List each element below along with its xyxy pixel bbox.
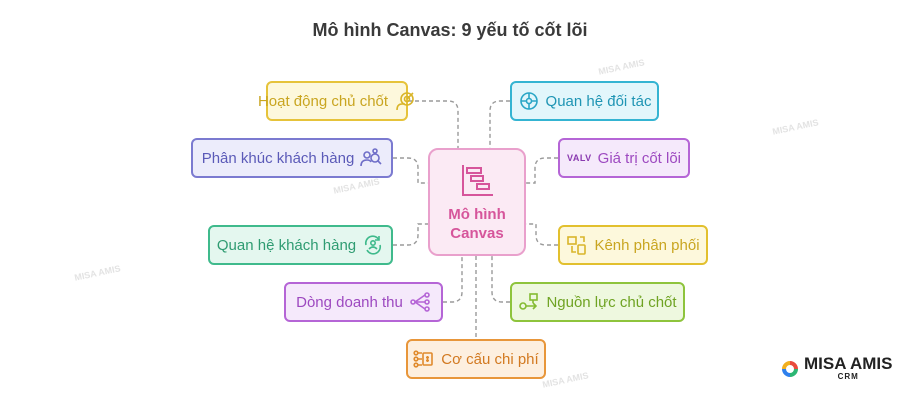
- node-label: Quan hệ đối tác: [545, 92, 652, 110]
- people-search-icon: [360, 147, 382, 169]
- node-customer-segments: Phân khúc khách hàng: [191, 138, 393, 178]
- node-channels: Kênh phân phối: [558, 225, 708, 265]
- node-key-activities: Hoạt động chủ chốt: [258, 81, 414, 121]
- branch-flow-icon: [409, 291, 431, 313]
- node-label: Phân khúc khách hàng: [201, 149, 355, 167]
- center-node: Mô hình Canvas: [428, 148, 526, 256]
- node-label: Giá trị cốt lõi: [597, 149, 682, 167]
- gantt-chart-icon: [462, 165, 493, 196]
- distribution-icon: [566, 234, 588, 256]
- node-label: Nguồn lực chủ chốt: [546, 293, 677, 311]
- node-label: Dòng doanh thu: [296, 293, 403, 311]
- node-revenue-streams: Dòng doanh thu: [284, 282, 443, 322]
- node-cost-structure: Cơ cấu chi phí: [406, 339, 546, 379]
- center-label-line1: Mô hình: [448, 206, 506, 223]
- brand-name: MISA AMIS: [804, 354, 893, 373]
- node-label: Kênh phân phối: [594, 236, 700, 254]
- node-value-propositions: VALV Giá trị cốt lõi: [558, 138, 690, 178]
- brand-sub: CRM: [837, 372, 859, 381]
- value-icon: VALV: [566, 153, 592, 163]
- partner-network-icon: [518, 90, 540, 112]
- user-cycle-icon: [362, 234, 384, 256]
- resources-icon: [518, 291, 540, 313]
- node-label: Quan hệ khách hàng: [216, 236, 357, 254]
- node-key-partners: Quan hệ đối tác: [510, 81, 659, 121]
- node-key-resources: Nguồn lực chủ chốt: [510, 282, 685, 322]
- node-label: Cơ cấu chi phí: [441, 350, 539, 368]
- cost-flow-icon: [413, 348, 435, 370]
- node-label: Hoạt động chủ chốt: [257, 92, 389, 110]
- center-label-line2: Canvas: [450, 225, 504, 242]
- node-customer-relationships: Quan hệ khách hàng: [208, 225, 393, 265]
- diagram-title: Mô hình Canvas: 9 yếu tố cốt lõi: [312, 20, 588, 40]
- brand-ring-icon: [782, 360, 798, 377]
- misa-amis-logo: MISA AMIS CRM: [780, 354, 893, 381]
- target-hand-icon: [394, 90, 416, 112]
